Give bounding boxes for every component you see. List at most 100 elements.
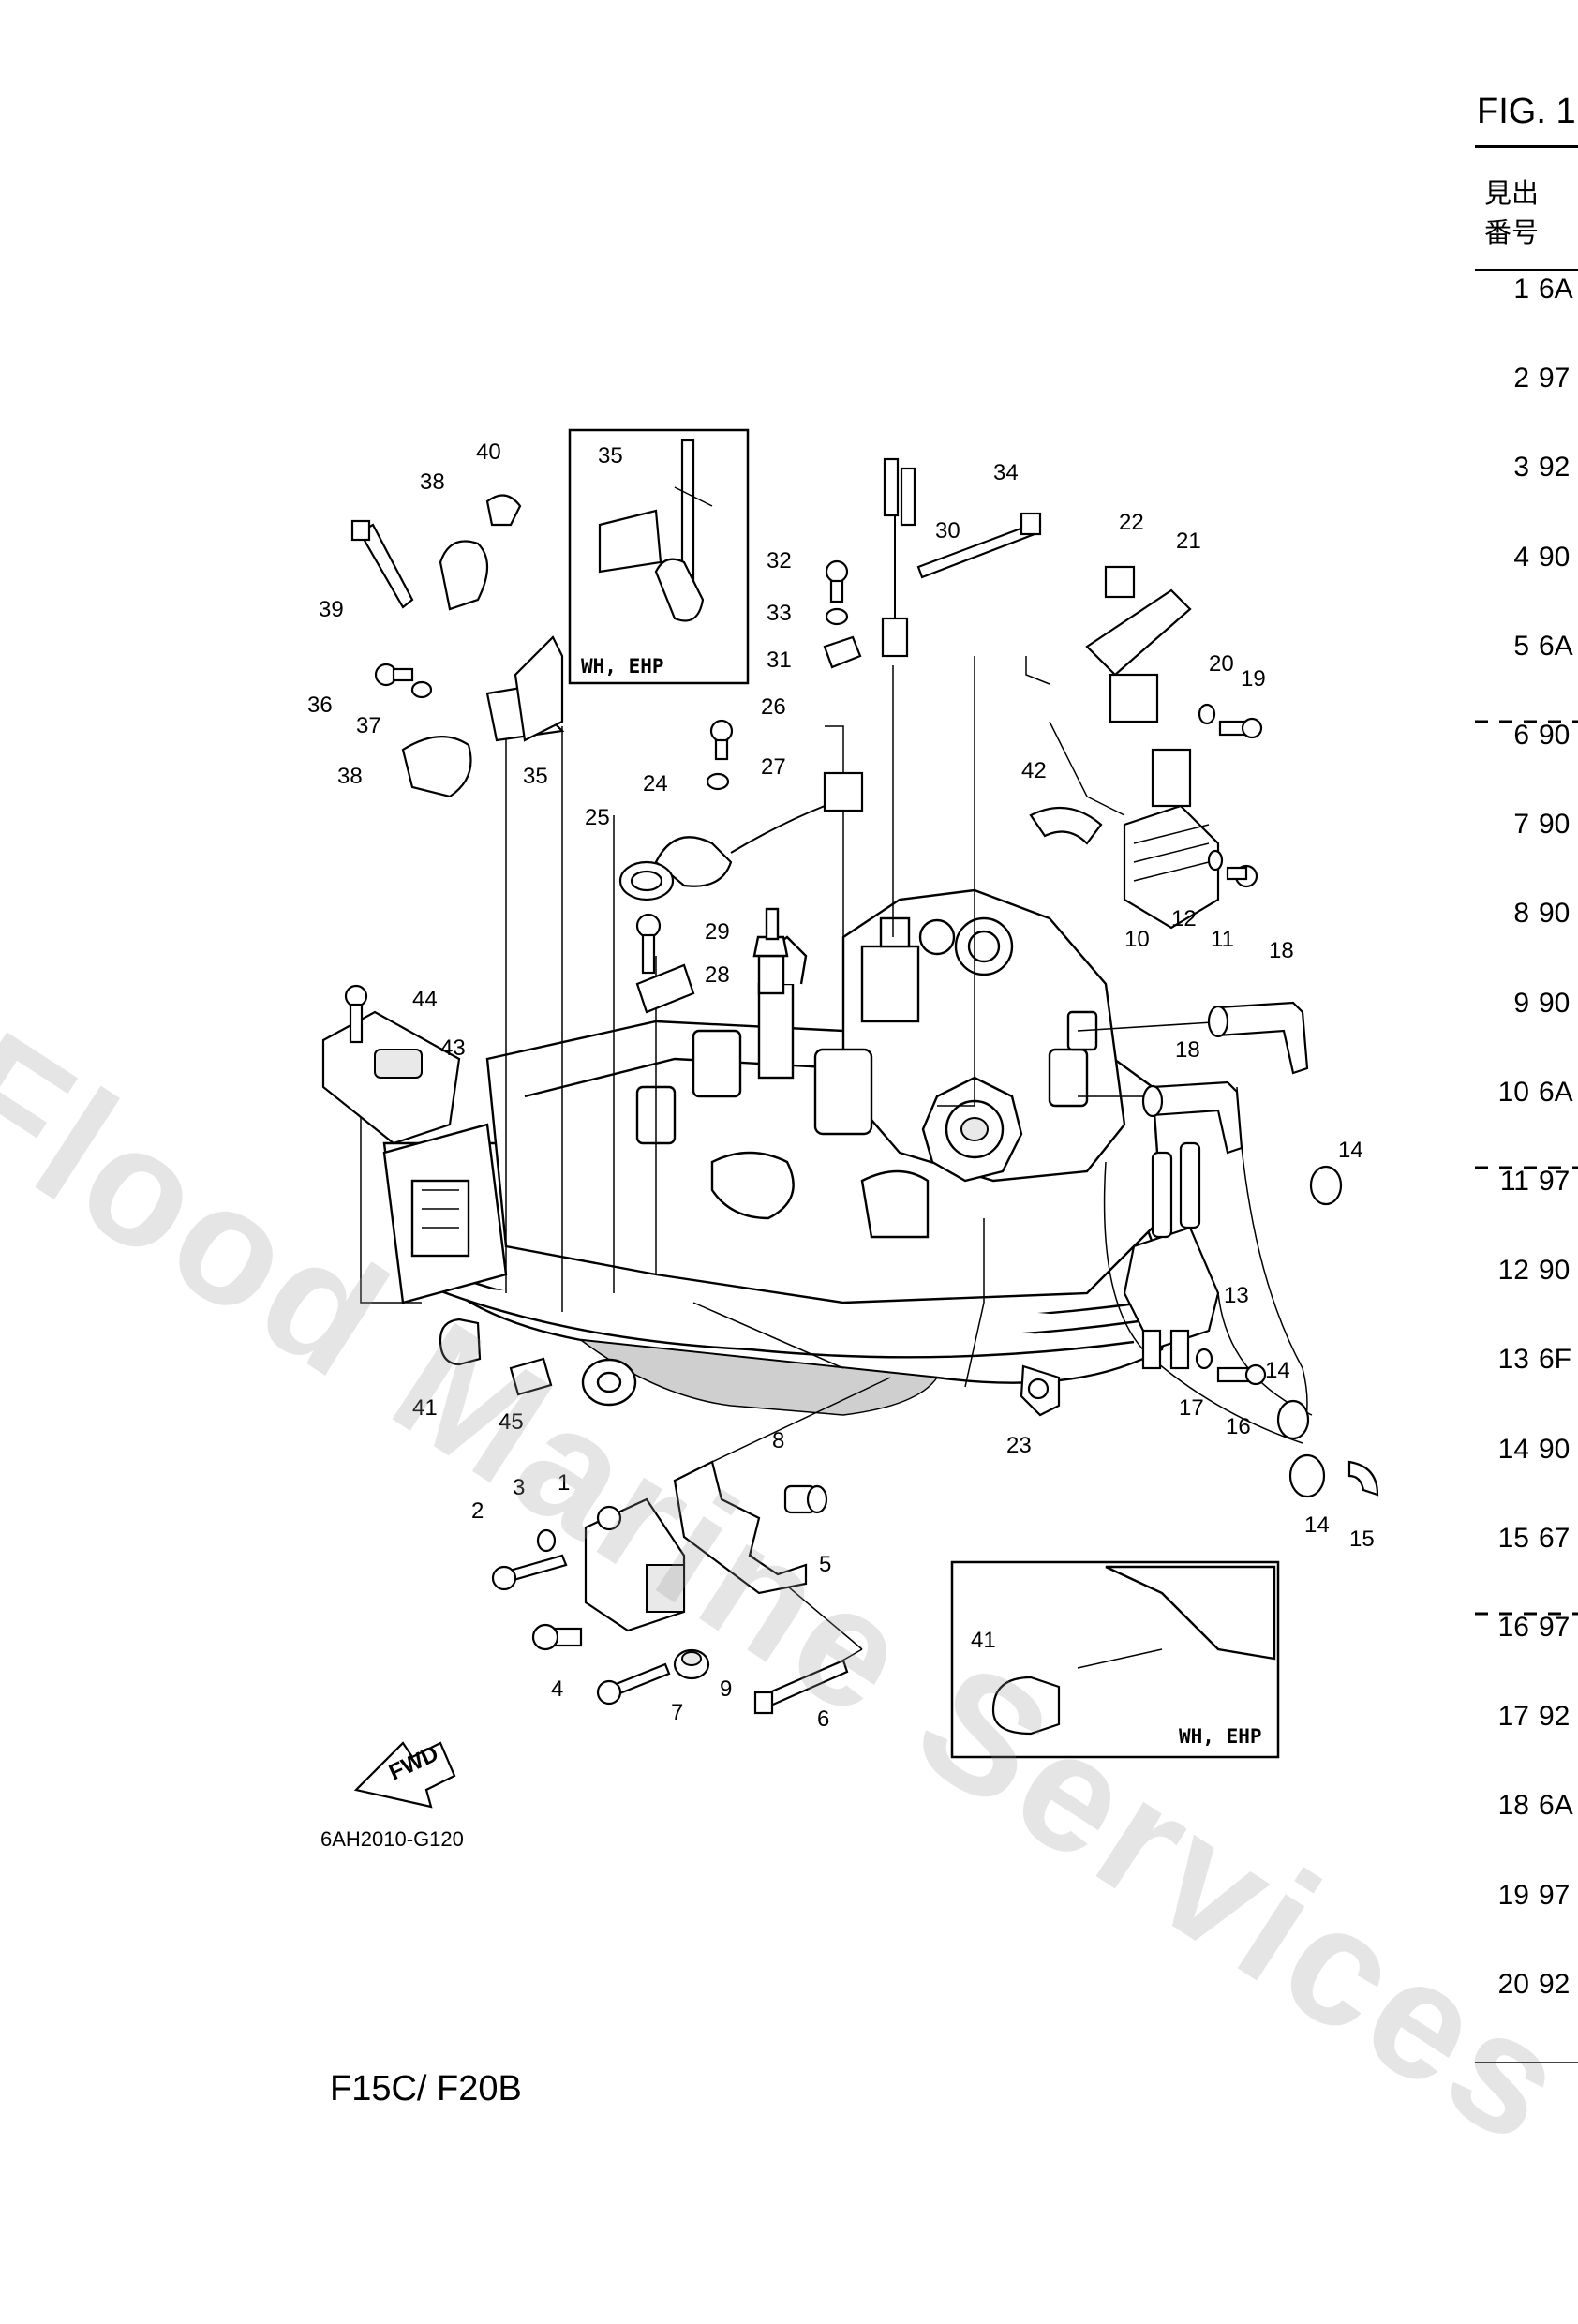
- callout-30: 30: [935, 518, 960, 544]
- ref-number: 4: [1513, 542, 1529, 573]
- inset-top-label: WH, EHP: [581, 655, 664, 678]
- part-number: 90: [1539, 542, 1571, 573]
- callout-36: 36: [307, 693, 333, 718]
- part-3-washer: [536, 1528, 557, 1553]
- callout-5: 5: [819, 1552, 831, 1577]
- table-dividers: [1475, 720, 1578, 1616]
- part-38-clamp-b: [401, 736, 472, 798]
- part-number: 90: [1539, 1255, 1571, 1286]
- part-1-cdi-unit: [584, 1497, 686, 1632]
- part-5-bracket: [673, 1460, 808, 1595]
- ref-number: 12: [1497, 1255, 1529, 1286]
- callout-20: 20: [1209, 651, 1234, 677]
- part-32-screw: [825, 559, 849, 603]
- part-42-clamp: [1029, 806, 1103, 845]
- callout-31: 31: [767, 648, 792, 673]
- part-35-bracket: [485, 635, 565, 742]
- callout-1: 1: [558, 1470, 570, 1496]
- part-14-grommet-b: [1276, 1399, 1310, 1440]
- part-26-screw: [709, 719, 734, 761]
- table-row: 4 90: [1481, 542, 1578, 574]
- inset-bottom: WH, EHP: [950, 1560, 1280, 1759]
- callout-12: 12: [1171, 906, 1197, 931]
- callout-6: 6: [817, 1706, 829, 1732]
- part-34-cable-tie: [916, 512, 1042, 579]
- part-number: 97: [1539, 1880, 1571, 1911]
- part-16-bolt: [1216, 1363, 1267, 1386]
- diagram-code: 6AH2010-G120: [320, 1827, 464, 1851]
- part-number: 97: [1539, 363, 1571, 394]
- callout-39: 39: [319, 597, 344, 622]
- callout-4: 4: [551, 1676, 563, 1702]
- part-19-bolt: [1218, 717, 1263, 739]
- part-17-washer: [1195, 1348, 1213, 1370]
- part-9-grommet: [673, 1648, 710, 1680]
- part-13-ignition-coil: [1123, 1141, 1220, 1370]
- part-41-plug: [439, 1318, 482, 1366]
- callout-18a: 18: [1269, 938, 1294, 963]
- part-38-clamp-a: [439, 540, 488, 611]
- table-row: 10 6A: [1481, 1077, 1578, 1109]
- callout-18b: 18: [1175, 1037, 1200, 1063]
- callout-19: 19: [1241, 666, 1266, 692]
- part-28-plate: [635, 963, 695, 1014]
- part-20-washer: [1198, 703, 1216, 725]
- table-header-rule: [1475, 269, 1578, 271]
- ref-number: 16: [1497, 1612, 1529, 1643]
- ref-number: 15: [1497, 1523, 1529, 1554]
- part-22-clip: [1104, 565, 1136, 599]
- part-number: 6A: [1539, 1077, 1573, 1108]
- ref-number: 10: [1497, 1077, 1529, 1108]
- part-33-washer: [825, 607, 849, 626]
- callout-35a: 35: [598, 443, 623, 469]
- figure-title: FIG. 1: [1477, 92, 1576, 131]
- part-12-washer: [1207, 849, 1224, 872]
- part-7-bolt: [596, 1662, 671, 1706]
- ref-number: 19: [1497, 1880, 1529, 1911]
- callout-38a: 38: [420, 469, 445, 495]
- ref-number: 11: [1499, 1166, 1529, 1197]
- ref-number: 14: [1497, 1434, 1529, 1465]
- callout-27: 27: [761, 754, 786, 780]
- table-header-ref-no: 見出 番号: [1484, 179, 1540, 248]
- part-36-screw: [374, 663, 414, 687]
- part-number: 6A: [1539, 274, 1573, 305]
- ref-number: 5: [1513, 631, 1529, 662]
- table-row: 12 90: [1481, 1255, 1578, 1287]
- callout-8: 8: [772, 1428, 784, 1453]
- part-number: 92: [1539, 1969, 1571, 2000]
- callout-11: 11: [1211, 927, 1234, 952]
- table-bottom-rule: [1475, 2062, 1578, 2063]
- part-24-wiring-connector: [654, 771, 864, 887]
- part-number: 90: [1539, 898, 1571, 929]
- callout-44: 44: [412, 987, 438, 1012]
- part-number: 90: [1539, 720, 1571, 751]
- callouts: 1 2 3 4 5 6 7 8 9 10 11 12 13 14 14 14 1…: [307, 439, 1375, 1732]
- model-name: F15C/ F20B: [330, 2069, 522, 2108]
- part-30-sensor-lead: [881, 457, 916, 658]
- part-number: 92: [1539, 1701, 1571, 1732]
- part-number: 90: [1539, 988, 1571, 1019]
- part-number: 90: [1539, 1434, 1571, 1465]
- callout-38b: 38: [337, 764, 363, 789]
- ref-number: 7: [1513, 809, 1529, 840]
- callout-16: 16: [1226, 1414, 1251, 1439]
- part-2-bolt: [491, 1554, 568, 1591]
- callout-10: 10: [1124, 927, 1150, 952]
- fwd-arrow-icon: FWD: [353, 1741, 456, 1809]
- callout-21: 21: [1176, 529, 1201, 554]
- ref-number: 17: [1497, 1701, 1529, 1732]
- callout-14b: 14: [1265, 1358, 1290, 1383]
- ref-number: 6: [1513, 720, 1529, 751]
- callout-22: 22: [1119, 510, 1144, 535]
- callout-45: 45: [499, 1409, 524, 1435]
- part-18-plug-cap-a: [1207, 1001, 1309, 1075]
- part-14-grommet-c: [1288, 1453, 1326, 1498]
- callout-25: 25: [585, 805, 610, 830]
